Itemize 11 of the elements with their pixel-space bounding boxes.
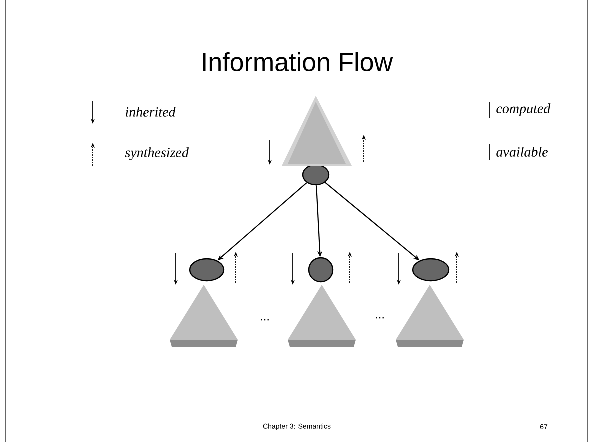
legend-text: available [496,147,548,157]
node-oval [412,258,450,282]
title: Information Flow [203,52,394,72]
legend-text: inherited [126,107,176,117]
legend-text: synthesized [125,148,190,160]
node-oval [189,258,225,282]
node-oval [308,257,334,283]
label-text: ... [261,319,269,321]
legend-text: computed [496,104,551,116]
node-oval [302,164,330,186]
label-text: ... [376,317,384,319]
